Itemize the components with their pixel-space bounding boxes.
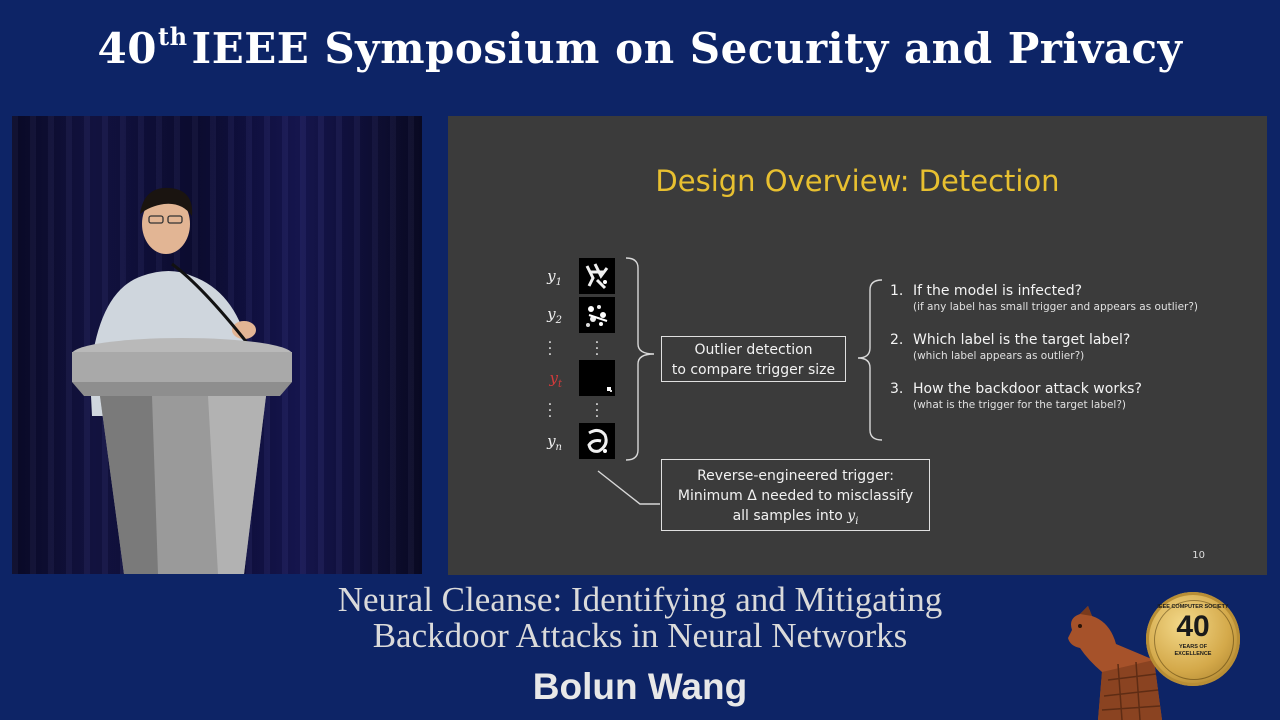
question-3-number: 3. (890, 381, 904, 397)
label-y1-base: y (547, 267, 556, 285)
title-number: 40 (97, 24, 157, 73)
title-ordinal: th (158, 22, 188, 51)
talk-title-line1: Neural Cleanse: Identifying and Mitigati… (337, 580, 943, 619)
label-yn-sub: n (555, 442, 562, 453)
label-target-sub: t (557, 379, 562, 390)
label-y2-base: y (547, 305, 556, 323)
label-target-base: y (549, 369, 558, 387)
speaker-name: Bolun Wang (532, 666, 748, 707)
talk-title: Neural Cleanse: Identifying and Mitigati… (230, 582, 1050, 654)
trigger-ellipsis-2: ··· (594, 397, 600, 425)
slide-page-number: 10 (1192, 550, 1205, 561)
speaker-figure (72, 187, 292, 574)
trigger-image-target (579, 360, 615, 396)
outlier-detection-box: Outlier detection to compare trigger siz… (661, 336, 846, 382)
question-item-2: 2. Which label is the target label? (whic… (890, 331, 1250, 363)
label-target: yt (532, 369, 562, 390)
speaker-video (12, 116, 422, 574)
reverse-box-line1: Reverse-engineered trigger: (697, 468, 894, 484)
question-item-3: 3. How the backdoor attack works? (what i… (890, 380, 1250, 412)
badge-years: YEARS OF EXCELLENCE (1146, 644, 1240, 658)
presentation-slide: Design Overview: Detection y1 y2 yt yn ·… (448, 116, 1267, 575)
label-y1: y1 (532, 267, 562, 288)
label-yn-base: y (547, 432, 556, 450)
trigger-image-y1 (579, 258, 615, 294)
trigger-ellipsis-1: ··· (594, 335, 600, 363)
reverse-box-line3: all samples into yi (662, 506, 929, 532)
label-y2-sub: 2 (555, 315, 562, 326)
reverse-box-line3-var: y (847, 508, 856, 524)
question-2-number: 2. (890, 332, 904, 348)
reverse-engineered-trigger-box: Reverse-engineered trigger: Minimum Δ ne… (661, 459, 930, 531)
label-y2: y2 (532, 305, 562, 326)
label-yn: yn (532, 432, 562, 453)
slide-title: Design Overview: Detection (655, 164, 1060, 198)
trigger-image-y2 (579, 297, 615, 333)
badge-top-text: IEEE COMPUTER SOCIETY (1157, 604, 1229, 610)
reverse-box-line3-sub: i (855, 515, 859, 527)
question-2-text: Which label is the target label? (913, 332, 1131, 348)
label-ellipsis-1: ··· (547, 335, 553, 363)
question-list: 1. If the model is infected? (if any labe… (890, 282, 1250, 429)
outlier-box-line1: Outlier detection (694, 342, 813, 358)
reverse-box-line2: Minimum Δ needed to misclassify (677, 488, 914, 504)
label-y1-sub: 1 (555, 277, 562, 288)
label-ellipsis-2: ··· (547, 397, 553, 425)
badge-number: 40 (1176, 610, 1210, 643)
question-item-1: 1. If the model is infected? (if any labe… (890, 282, 1250, 314)
talk-title-line2: Backdoor Attacks in Neural Networks (372, 616, 908, 655)
badge-ring (1154, 600, 1234, 680)
badge-years-line1: YEARS OF (1178, 644, 1208, 650)
reverse-box-line3-text: all samples into (732, 508, 848, 524)
question-1-text: If the model is infected? (913, 283, 1083, 299)
question-1-subtext: (if any label has small trigger and appe… (913, 301, 1199, 313)
question-2-subtext: (which label appears as outlier?) (913, 350, 1085, 362)
anniversary-badge: IEEE COMPUTER SOCIETY 40 YEARS OF EXCELL… (1146, 592, 1240, 686)
trigger-image-yn (579, 423, 615, 459)
question-3-text: How the backdoor attack works? (913, 381, 1142, 397)
badge-years-line2: EXCELLENCE (1174, 651, 1212, 657)
question-1-number: 1. (890, 283, 904, 299)
question-3-subtext: (what is the trigger for the target labe… (913, 399, 1126, 411)
outlier-box-line2: to compare trigger size (671, 362, 836, 378)
title-text: IEEE Symposium on Security and Privacy (191, 24, 1183, 73)
trojan-horse-logo (1068, 606, 1162, 720)
conference-title: 40thIEEE Symposium on Security and Priva… (0, 22, 1280, 73)
